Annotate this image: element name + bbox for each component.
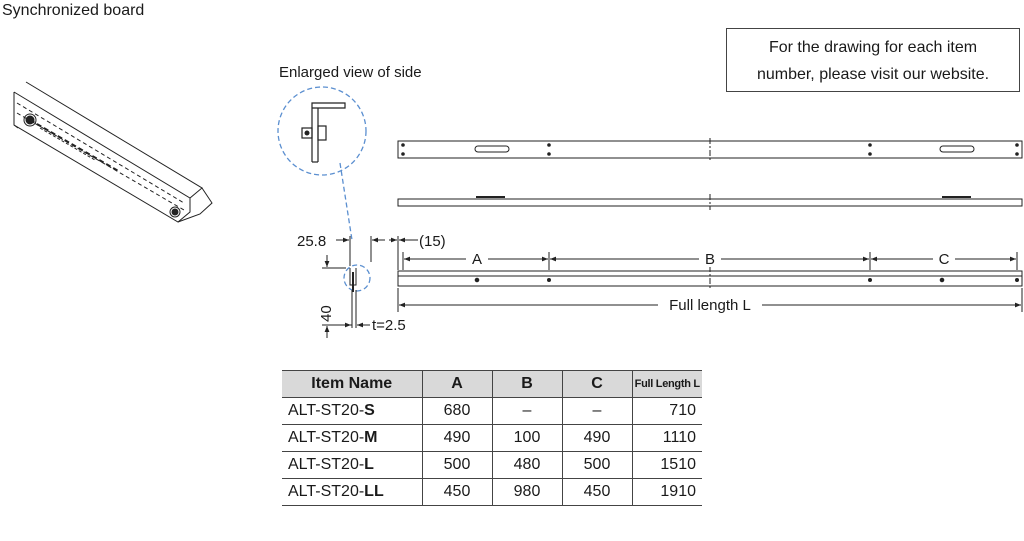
dim-width-label: 25.8 [297,233,326,250]
b-cell: – [491,397,562,425]
header-a: A [421,370,492,398]
website-note-box: For the drawing for each item number, pl… [726,28,1020,92]
full-length-cell: 1910 [631,478,702,506]
board-side-view [397,194,1023,210]
enlarged-view-label: Enlarged view of side [279,64,422,81]
full-length-cell: 1110 [631,424,702,452]
dim-height-label: 40 [318,305,335,322]
b-cell: 980 [491,478,562,506]
profile-cross-section [322,236,418,338]
c-cell: 450 [561,478,632,506]
full-length-cell: 710 [631,397,702,425]
full-length-label: Full length L [669,297,751,314]
a-cell: 450 [421,478,492,506]
note-line-1: For the drawing for each item [768,39,978,56]
b-cell: 480 [491,451,562,479]
table-header-row: Item Name A B C Full Length L [282,370,702,398]
header-full-length: Full Length L [631,370,702,398]
item-name-cell: ALT-ST20-LL [288,483,384,500]
a-cell: 500 [421,451,492,479]
dim-thickness-label: t=2.5 [372,317,406,334]
table-row: ALT-ST20-L 500 480 500 1510 [282,451,702,479]
header-b: B [491,370,562,398]
full-length-cell: 1510 [631,451,702,479]
board-top-view [397,138,1023,161]
c-cell: 490 [561,424,632,452]
a-cell: 490 [421,424,492,452]
item-name-cell: ALT-ST20-M [288,429,378,446]
c-cell: – [561,397,632,425]
header-c: C [561,370,632,398]
table-row: ALT-ST20-M 490 100 490 1110 [282,424,702,452]
item-name-cell: ALT-ST20-L [288,456,374,473]
page-title: Synchronized board [2,2,145,19]
note-line-2: number, please visit our website. [756,66,990,83]
dim-c-label: C [939,251,950,268]
spec-table: Item Name A B C Full Length L ALT-ST20-S… [282,370,702,506]
enlarged-side-view [277,86,371,292]
dim-b-label: B [705,251,715,268]
table-row: ALT-ST20-LL 450 980 450 1910 [282,478,702,506]
table-row: ALT-ST20-S 680 – – 710 [282,397,702,425]
header-item-name: Item Name [282,370,422,398]
c-cell: 500 [561,451,632,479]
item-name-cell: ALT-ST20-S [288,402,375,419]
dim-offset-label: (15) [419,233,446,250]
a-cell: 680 [421,397,492,425]
board-isometric-illustration [13,81,213,223]
b-cell: 100 [491,424,562,452]
dim-a-label: A [472,251,482,268]
